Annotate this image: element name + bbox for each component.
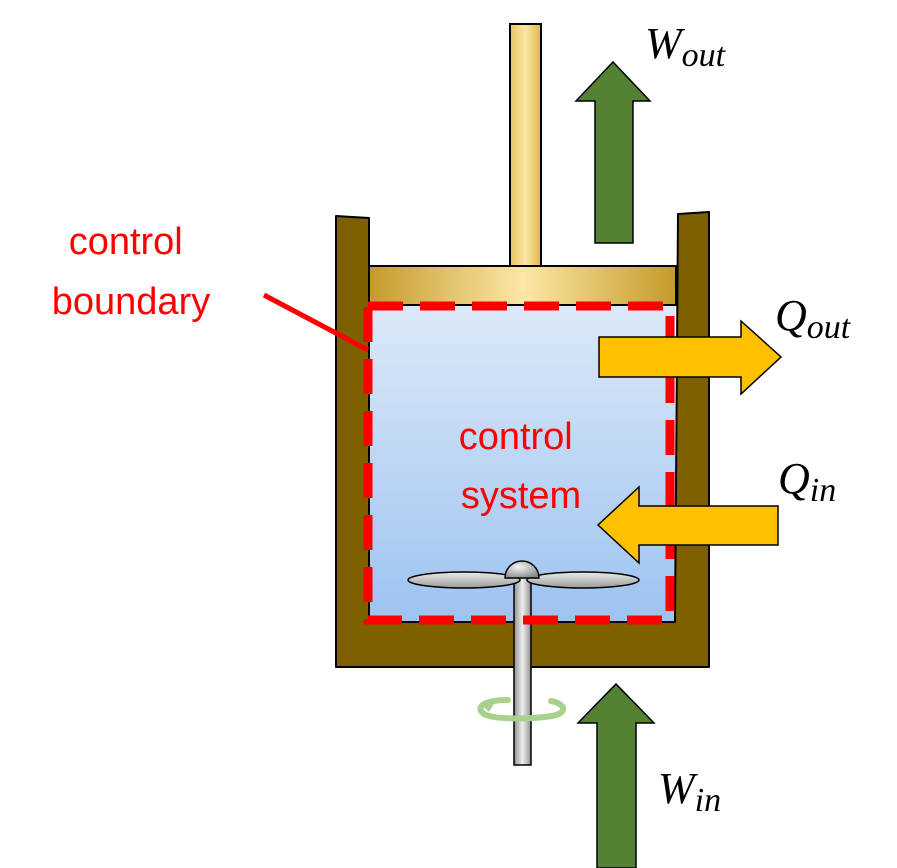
piston-head[interactable] — [368, 265, 677, 306]
paddle-blade-left — [407, 571, 521, 589]
paddle-hub — [504, 560, 540, 579]
rotation-arrow-icon — [477, 697, 567, 722]
boundary-pointer-line — [262, 292, 370, 353]
control-system-label: control system — [459, 416, 584, 517]
w-in-arrow — [576, 682, 656, 868]
paddle-blade-right — [526, 571, 640, 589]
cylinder-wall — [335, 211, 710, 668]
control-boundary-label: control boundary — [52, 221, 210, 323]
q-in-label: Qin — [778, 454, 836, 509]
q-in-arrow — [596, 485, 779, 565]
w-out-arrow — [574, 60, 652, 244]
q-out-arrow — [598, 319, 783, 396]
w-out-label: Wout — [645, 19, 727, 74]
piston-rod[interactable] — [509, 23, 542, 269]
control-boundary-line — [363, 301, 675, 625]
w-in-label: Win — [658, 764, 721, 819]
paddle-shaft — [513, 575, 532, 766]
q-out-label: Qout — [775, 291, 852, 346]
